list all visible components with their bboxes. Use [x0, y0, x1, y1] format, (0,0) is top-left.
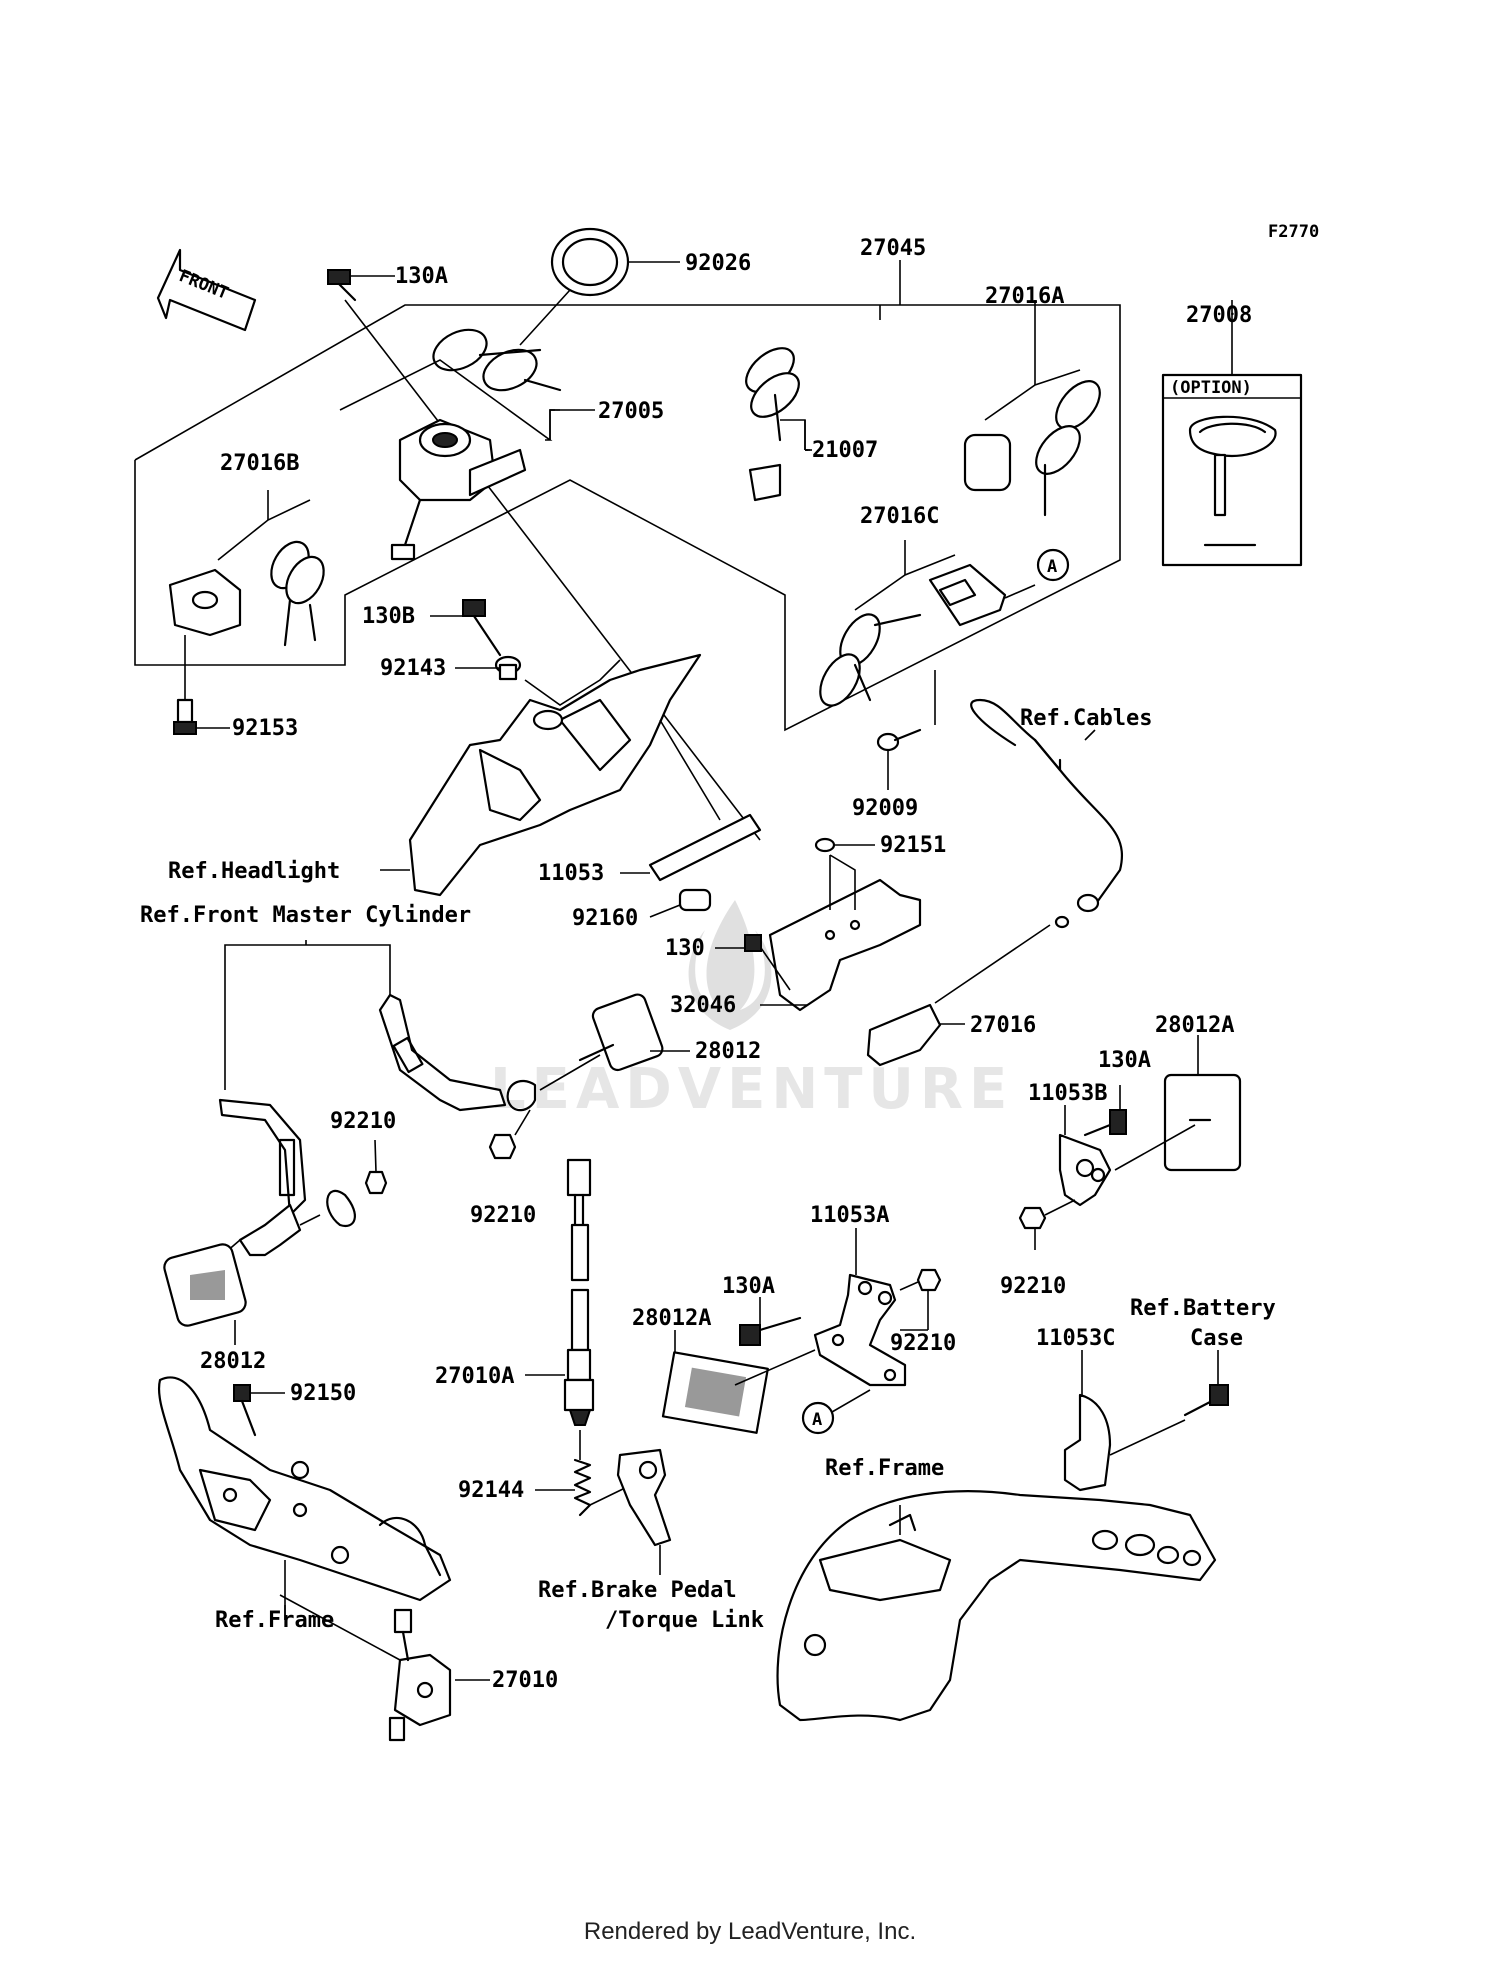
- label-27016a: 27016A: [985, 284, 1064, 309]
- label-92160: 92160: [572, 906, 638, 931]
- label-27010: 27010: [492, 1668, 558, 1693]
- label-27016b: 27016B: [220, 451, 299, 476]
- screw-92151: [814, 837, 875, 853]
- label-130a-top: 130A: [395, 264, 448, 289]
- label-92210-center: 92210: [470, 1203, 536, 1228]
- key-set-27005: [432, 289, 571, 392]
- reflector-28012-upper: [506, 993, 690, 1136]
- cable-part: [934, 698, 1123, 1004]
- bolt-130a-center: [739, 1297, 802, 1346]
- lower-left-bracket: [163, 1203, 302, 1345]
- label-ref-cables: Ref.Cables: [1020, 706, 1152, 731]
- label-28012a-right: 28012A: [1155, 1013, 1234, 1038]
- footer-credit: Rendered by LeadVenture, Inc.: [583, 1918, 917, 1945]
- label-92153: 92153: [232, 716, 298, 741]
- assembly-outline-27045: [134, 304, 1121, 732]
- label-case: Case: [1190, 1326, 1243, 1351]
- callout-letter: A: [1047, 557, 1057, 577]
- label-11053a: 11053A: [810, 1203, 889, 1228]
- lock-27016: [866, 1003, 965, 1067]
- label-torque-link: /Torque Link: [605, 1608, 764, 1633]
- label-92144: 92144: [458, 1478, 524, 1503]
- label-130a-right: 130A: [1098, 1048, 1151, 1073]
- label-28012-upper: 28012: [695, 1039, 761, 1064]
- label-32046: 32046: [670, 993, 736, 1018]
- label-92009: 92009: [852, 796, 918, 821]
- front-arrow-icon: FRONT: [156, 248, 257, 332]
- figure-code: F2770: [1268, 222, 1319, 242]
- screw-92009: [876, 728, 922, 790]
- bolt-130: [715, 934, 791, 991]
- master-cylinder-bracket: [218, 940, 507, 1217]
- label-27010a: 27010A: [435, 1364, 514, 1389]
- plate-11053: [620, 719, 762, 882]
- watermark-flame-icon: [688, 900, 772, 1030]
- bolt-130a-top: [327, 269, 761, 841]
- key-set-21007: [745, 347, 812, 502]
- switch-27010: [279, 1560, 490, 1742]
- label-option: (OPTION): [1170, 378, 1252, 398]
- bolt-130b: [430, 599, 621, 706]
- label-28012-lower: 28012: [200, 1349, 266, 1374]
- label-ref-headlight: Ref.Headlight: [168, 859, 340, 884]
- left-frame-part: [157, 1376, 452, 1602]
- label-130a-center: 130A: [722, 1274, 775, 1299]
- label-92210-left: 92210: [330, 1109, 396, 1134]
- label-27016c: 27016C: [860, 504, 939, 529]
- brake-pedal-link: [616, 1448, 672, 1575]
- bracket-11053c: [1063, 1350, 1229, 1492]
- lock-set-27016b: [168, 490, 325, 700]
- label-ref-brake-pedal: Ref.Brake Pedal: [538, 1578, 737, 1603]
- reflector-28012a-center: [661, 1330, 816, 1434]
- label-ref-frame-left: Ref.Frame: [215, 1608, 334, 1633]
- label-92210-right: 92210: [1000, 1274, 1066, 1299]
- label-27008: 27008: [1186, 303, 1252, 328]
- label-130: 130: [665, 936, 705, 961]
- bracket-11053a: [813, 1228, 942, 1387]
- label-11053: 11053: [538, 861, 604, 886]
- label-ref-front-master-cylinder: Ref.Front Master Cylinder: [140, 903, 471, 928]
- ignition-switch-part: [390, 418, 527, 561]
- nut-92210-b: [299, 1139, 388, 1228]
- bushing-92160: [649, 888, 712, 918]
- option-key-box: [1161, 300, 1303, 567]
- right-frame-part: [776, 1490, 1217, 1722]
- label-92150: 92150: [290, 1381, 356, 1406]
- watermark-text: LEADVENTURE: [490, 1057, 1013, 1122]
- spring-92144: [535, 1458, 626, 1517]
- bracket-32046: [760, 854, 922, 1012]
- label-27005: 27005: [598, 399, 664, 424]
- label-ref-battery: Ref.Battery: [1130, 1296, 1276, 1321]
- label-92151: 92151: [880, 833, 946, 858]
- bracket-11053b: [1018, 1085, 1127, 1250]
- label-21007: 21007: [812, 438, 878, 463]
- label-92210-lower: 92210: [890, 1331, 956, 1356]
- lock-set-27016a: [963, 300, 1101, 517]
- label-28012a-center: 28012A: [632, 1306, 711, 1331]
- lock-set-27016c: [819, 540, 1036, 725]
- label-27045: 27045: [860, 236, 926, 261]
- callout-a-bottom: A: [801, 1389, 871, 1435]
- callout-letter-lower: A: [812, 1410, 822, 1430]
- bolt-92153: [173, 698, 230, 735]
- label-27016: 27016: [970, 1013, 1036, 1038]
- grommet-part: [550, 227, 680, 297]
- label-130b: 130B: [362, 604, 415, 629]
- label-11053c: 11053C: [1036, 1326, 1115, 1351]
- label-11053b: 11053B: [1028, 1081, 1107, 1106]
- label-92026: 92026: [685, 251, 751, 276]
- label-ref-frame-right: Ref.Frame: [825, 1456, 944, 1481]
- bolt-92150: [233, 1384, 285, 1437]
- reflector-28012a-right: [1114, 1035, 1242, 1172]
- callout-a-top: A: [1036, 548, 1070, 582]
- headlight-bracket-part: [380, 653, 702, 897]
- label-92143: 92143: [380, 656, 446, 681]
- nut-92210-a: [488, 1133, 517, 1160]
- stop-switch-27010a: [525, 1158, 595, 1460]
